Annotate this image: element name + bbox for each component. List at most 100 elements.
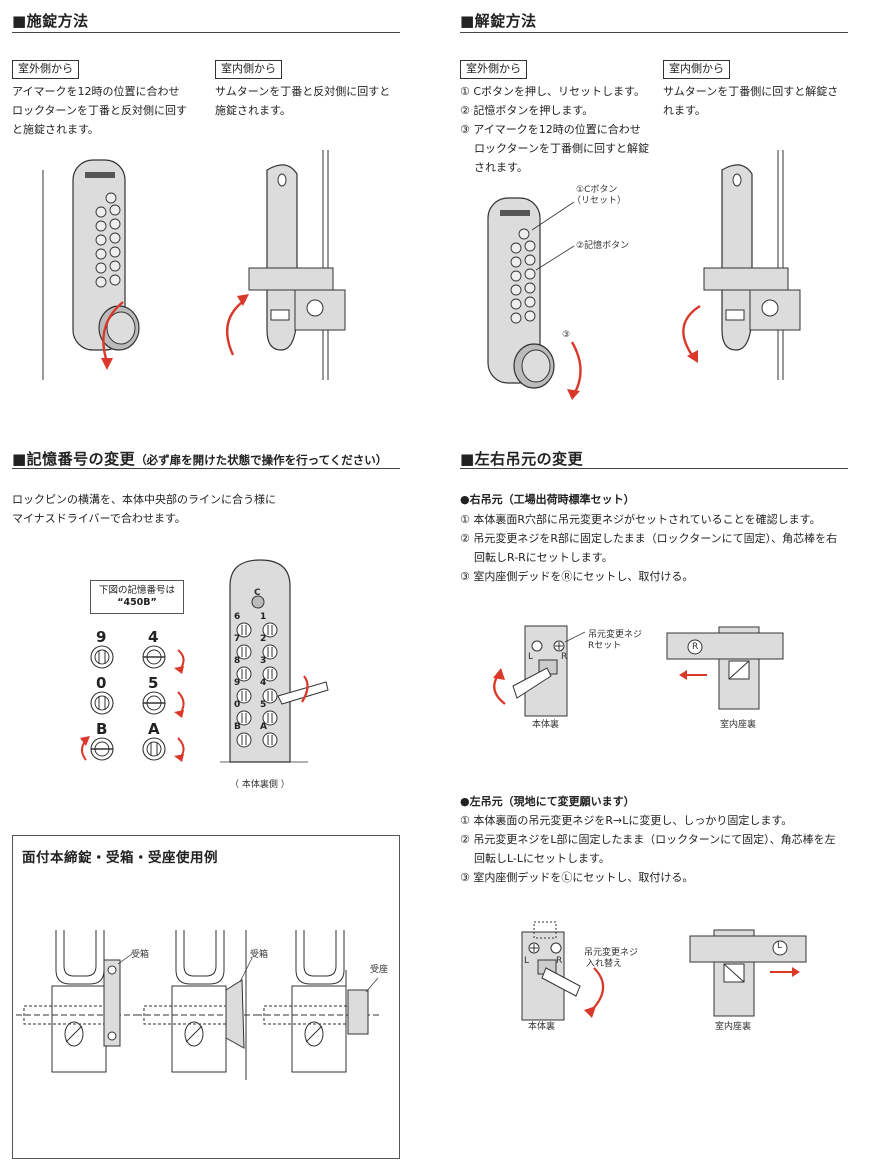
hinge-right-text: ① 本体裏面R穴部に吊元変更ネジがセットされていることを確認します。 ② 吊元変… (460, 510, 837, 586)
keypad-back-illustration (220, 559, 329, 763)
usage-title: 面付本締錠・受箱・受座使用例 (22, 850, 218, 866)
hinge-left-heading: ●左吊元（現地にて変更願います） (460, 795, 635, 808)
lock-rule (12, 32, 400, 33)
hinge-left-line: ② 吊元変更ネジをL部に固定したまま（ロックターンにて固定）、角芯棒を左 (460, 833, 836, 846)
keypad-digit-label: 5 (260, 700, 267, 710)
usage-label-2: 受箱 (250, 950, 269, 960)
code-caption-value: “450B” (117, 597, 157, 608)
left-callout-swap: 入れ替え (586, 959, 623, 969)
code-digit-label: 0 (96, 674, 107, 692)
keypad-pin (262, 666, 278, 682)
keypad-pin (236, 688, 252, 704)
lock-title: ■施錠方法 (12, 12, 89, 30)
callout-c-reset: （リセット） (572, 196, 627, 206)
hinge-rule (460, 468, 848, 469)
keypad-pin (236, 732, 252, 748)
hinge-right-heading: ●右吊元（工場出荷時標準セット） (460, 493, 635, 506)
code-change-rule (12, 468, 400, 469)
unlock-rule (460, 32, 848, 33)
code-caption-line: 下図の記憶番号は (98, 585, 175, 596)
lock-outside-line: アイマークを12時の位置に合わせ (12, 85, 180, 98)
keypad-digit-label: 9 (234, 678, 241, 688)
back-caption: （ 本体裏側 ） (230, 780, 290, 790)
right-label-L: L (528, 652, 534, 662)
hinge-right-line: ③ 室内座側デッドをⓇにセットし、取付ける。 (460, 570, 694, 583)
hinge-right-indoor-back (666, 626, 784, 710)
right-circle-R: R (692, 642, 699, 652)
hinge-left-line: ① 本体裏面の吊元変更ネジをR→Lに変更し、しっかり固定します。 (460, 814, 793, 827)
left-circle-L: L (777, 941, 783, 951)
left-indoor-back-label: 室内座裏 (715, 1022, 752, 1032)
keypad-pin (262, 732, 278, 748)
code-pin-icon (90, 645, 114, 669)
rotation-arrows (80, 649, 185, 762)
hinge-left-text: ① 本体裏面の吊元変更ネジをR→Lに変更し、しっかり固定します。 ② 吊元変更ネ… (460, 811, 836, 887)
code-digit-label: 4 (148, 628, 159, 646)
code-pin-icon (142, 737, 166, 761)
code-change-heading: ■記憶番号の変更 (12, 450, 136, 468)
code-pin-icon (142, 645, 166, 669)
hinge-right-line: ① 本体裏面R穴部に吊元変更ネジがセットされていることを確認します。 (460, 513, 821, 526)
hinge-right-line: 回転しR-Rにセットします。 (474, 551, 613, 564)
keypad-pin (262, 622, 278, 638)
unlock-title: ■解錠方法 (460, 12, 537, 30)
keypad-pin (236, 666, 252, 682)
code-change-title: ■記憶番号の変更（必ず扉を開けた状態で操作を行ってください） (12, 448, 387, 469)
unlock-outside-line: ② 記憶ボタンを押します。 (460, 104, 594, 117)
unlock-outside-text: ① Cボタンを押し、リセットします。 ② 記憶ボタンを押します。 ③ アイマーク… (460, 82, 649, 177)
hinge-right-body-back (493, 625, 586, 717)
callout-step-3: ③ (562, 330, 571, 340)
unlock-inside-line: サムターンを丁番側に回すと解錠さ (663, 85, 839, 98)
keypad-pin (236, 644, 252, 660)
right-label-R: R (561, 652, 568, 662)
keypad-pin (262, 710, 278, 726)
unlock-outside-line: ③ アイマークを12時の位置に合わせ (460, 123, 641, 136)
lock-outside-line: ロックターンを丁番と反対側に回す (12, 104, 188, 117)
right-callout-set: Rセット (588, 641, 622, 651)
hinge-left-line: ③ 室内座側デッドをⓁにセットし、取付ける。 (460, 871, 694, 884)
keypad-pin (236, 710, 252, 726)
keypad-digit-label: 8 (234, 656, 241, 666)
callout-c-button: ①Cボタン (576, 185, 618, 195)
keypad-pin (262, 688, 278, 704)
keypad-digit-label: 2 (260, 634, 267, 644)
left-body-back-label: 本体裏 (528, 1022, 556, 1032)
code-pin-icon (90, 691, 114, 715)
unlock-outside-line: ① Cボタンを押し、リセットします。 (460, 85, 645, 98)
hinge-left-line: 回転しL-Lにセットします。 (474, 852, 610, 865)
left-callout-screw: 吊元変更ネジ (584, 948, 639, 958)
usage-label-3: 受座 (370, 965, 389, 975)
unlock-outside-device-illustration (487, 197, 582, 400)
callout-memory-button: ②記憶ボタン (576, 241, 630, 251)
unlock-outside-line: されます。 (474, 161, 528, 174)
right-callout-screw: 吊元変更ネジ (588, 630, 643, 640)
lock-inside-text: サムターンを丁番と反対側に回すと 施錠されます。 (215, 82, 390, 120)
right-indoor-back-label: 室内座裏 (720, 720, 757, 730)
code-digit-label: 9 (96, 628, 107, 646)
lock-inside-line: サムターンを丁番と反対側に回すと (215, 85, 391, 98)
lock-outside-text: アイマークを12時の位置に合わせ ロックターンを丁番と反対側に回す と施錠されま… (12, 82, 187, 139)
code-change-line: ロックピンの横溝を、本体中央部のラインに合う様に (12, 493, 276, 506)
code-digit-label: B (96, 720, 108, 738)
unlock-inside-text: サムターンを丁番側に回すと解錠さ れます。 (663, 82, 838, 120)
keypad-digit-label: 0 (234, 700, 241, 710)
keypad-digit-label: A (260, 722, 267, 732)
keypad-digit-label: 3 (260, 656, 267, 666)
right-body-back-label: 本体裏 (532, 720, 560, 730)
unlock-outside-line: ロックターンを丁番側に回すと解錠 (474, 142, 650, 155)
lock-outside-device-illustration (42, 159, 140, 380)
lock-outside-tag: 室外側から (12, 60, 79, 79)
code-caption-box: 下図の記憶番号は “450B” (90, 580, 184, 614)
unlock-outside-tag: 室外側から (460, 60, 527, 79)
keypad-digit-label: 6 (234, 612, 241, 622)
keypad-pin (262, 644, 278, 660)
lock-inside-tag: 室内側から (215, 60, 282, 79)
hinge-left-body-back (521, 921, 605, 1021)
usage-label-1: 受箱 (131, 950, 150, 960)
code-pin-icon (142, 691, 166, 715)
code-pin-icon (90, 737, 114, 761)
hinge-title: ■左右吊元の変更 (460, 450, 584, 468)
keypad-digit-label: B (234, 722, 241, 732)
unlock-inside-line: れます。 (663, 104, 706, 117)
unlock-inside-device-illustration (682, 150, 801, 380)
